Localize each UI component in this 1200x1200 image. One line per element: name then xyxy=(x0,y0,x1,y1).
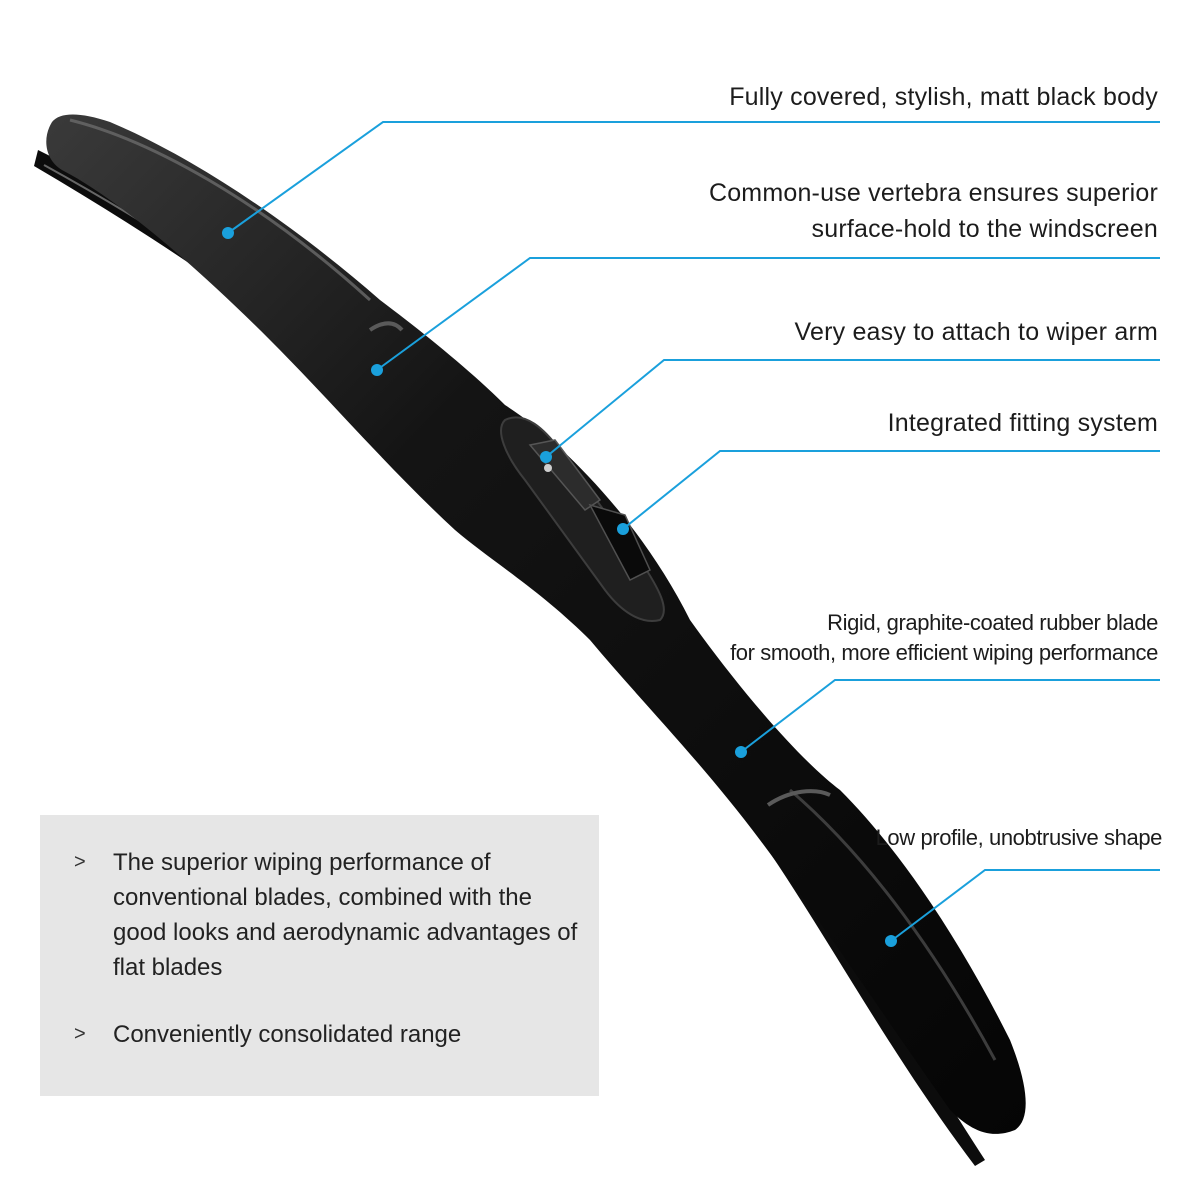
callout-line-profile xyxy=(890,869,1160,942)
callout-line-vertebra xyxy=(376,257,1160,371)
feature-text: The superior wiping performance of conve… xyxy=(113,849,578,981)
callout-dot-vertebra xyxy=(371,364,383,376)
blade-body xyxy=(46,114,1026,1134)
callout-profile-text: Low profile, unobtrusive shape xyxy=(875,825,1163,850)
callout-fitting-text: Integrated fitting system xyxy=(887,409,1158,437)
feature-list: > The superior wiping performance of con… xyxy=(40,815,599,1052)
callout-line-fitting xyxy=(622,450,1160,530)
callout-line-body xyxy=(227,121,1160,234)
callout-dot-profile xyxy=(885,935,897,947)
bullet-chevron-icon: > xyxy=(74,1023,86,1045)
callout-rubber-text: Rigid, graphite-coated rubber blade for … xyxy=(730,610,1158,665)
callout-dot-fitting xyxy=(617,523,629,535)
feature-item: > The superior wiping performance of con… xyxy=(40,845,579,985)
callout-dot-rubber xyxy=(735,746,747,758)
feature-text: Conveniently consolidated range xyxy=(113,1021,462,1048)
adapter-housing xyxy=(500,416,665,622)
callout-line-rubber xyxy=(740,679,1160,753)
callout-line-attach xyxy=(545,359,1160,458)
callout-attach-text: Very easy to attach to wiper arm xyxy=(794,318,1158,346)
callout-body-text: Fully covered, stylish, matt black body xyxy=(729,83,1158,111)
info-box: > The superior wiping performance of con… xyxy=(40,815,599,1096)
callout-vertebra-text: Common-use vertebra ensures superior sur… xyxy=(708,179,1158,243)
bullet-chevron-icon: > xyxy=(74,851,86,873)
callout-dot-body xyxy=(222,227,234,239)
feature-item: > Conveniently consolidated range xyxy=(40,1017,579,1052)
callout-dot-attach xyxy=(540,451,552,463)
